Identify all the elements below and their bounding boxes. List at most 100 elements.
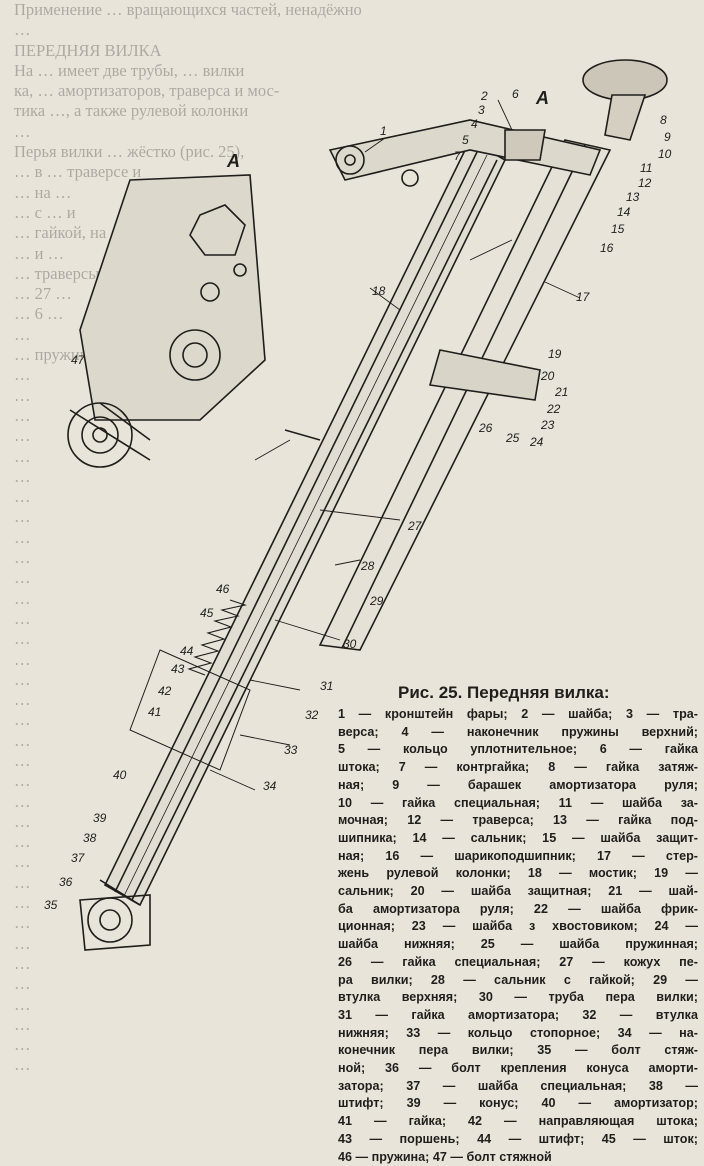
callout-33: 33: [284, 743, 298, 757]
callout-35: 35: [44, 898, 58, 912]
caption-line: ная; 16 — шарикоподшипник; 17 — стер-: [338, 848, 698, 863]
callout-45: 45: [200, 606, 214, 620]
bleed-through-line: …: [14, 893, 31, 913]
caption-line: штока; 7 — контргайка; 8 — гайка затяж-: [338, 760, 698, 775]
callout-30: 30: [343, 637, 357, 651]
bleed-through-line: … на …: [14, 182, 72, 202]
caption-line: верса; 4 — наконечник пружины верхний;: [338, 724, 698, 739]
callout-41: 41: [148, 705, 161, 719]
callout-20: 20: [540, 369, 555, 383]
caption-line: 10 — гайка специальная; 11 — шайба за-: [338, 795, 698, 810]
bleed-through-line: …: [14, 405, 31, 425]
caption-line: шайба нижняя; 25 — шайба пружинная;: [338, 937, 698, 952]
figure-title: Рис. 25. Передняя вилка:: [398, 683, 610, 702]
caption-line: 31 — гайка амортизатора; 32 — втулка: [338, 1007, 698, 1022]
bleed-through-line: …: [14, 690, 31, 710]
callout-39: 39: [93, 811, 107, 825]
callout-24: 24: [529, 435, 544, 449]
callout-17: 17: [576, 290, 591, 304]
bleed-through-line: …: [14, 507, 31, 527]
callout-25: 25: [505, 431, 520, 445]
caption-line: затора; 37 — шайба специальная; 38 —: [338, 1078, 698, 1093]
caption-line: 26 — гайка специальная; 27 — кожух пе-: [338, 954, 698, 969]
leader-lines: [209, 99, 581, 791]
caption-line: нижняя; 33 — кольцо стопорное; 34 — на-: [338, 1025, 698, 1040]
bleed-through-line: Применение … вращающихся частей, ненадёж…: [14, 0, 362, 19]
callout-numbers: 1 2 3 4 5 6 7 8 9 10 11 12 13 14 15 16 1…: [44, 87, 672, 912]
bleed-through-line: …: [14, 750, 31, 770]
bleed-through-line: ка, … амортизаторов, траверса и мос-: [14, 81, 280, 101]
callout-6: 6: [512, 87, 519, 101]
bleed-through-line: … 6 …: [14, 304, 64, 324]
caption-line: ционная; 23 — шайба з хвостовиком; 24 —: [338, 919, 698, 934]
bleed-through-line: …: [14, 933, 31, 953]
bleed-through-line: …: [14, 20, 31, 40]
bleed-through-line: … с … и: [14, 202, 76, 222]
callout-3: 3: [478, 103, 485, 117]
callout-14: 14: [617, 205, 631, 219]
bleed-through-line: …: [14, 1055, 31, 1075]
callout-8: 8: [660, 113, 667, 127]
bleed-through-line: …: [14, 832, 31, 852]
bleed-through-line: …: [14, 629, 31, 649]
callout-32: 32: [305, 708, 319, 722]
bleed-through-line: … 27 …: [14, 284, 72, 304]
caption-line: шипника; 14 — сальник; 15 — шайба защит-: [338, 830, 698, 845]
bleed-through-line: …: [14, 568, 31, 588]
callout-7: 7: [454, 149, 462, 163]
bleed-through-line: Перья вилки … жёстко (рис. 25),: [14, 142, 245, 162]
callout-1: 1: [380, 124, 387, 138]
book-page: Применение … вращающихся частей, ненадёж…: [14, 0, 698, 1164]
bleed-through-line: …: [14, 730, 31, 750]
figure-caption: 1 — кронштейн фары; 2 — шайба; 3 — тра-в…: [338, 706, 698, 1166]
callout-37: 37: [71, 851, 86, 865]
bleed-through-line: …: [14, 608, 31, 628]
bleed-through-line: …: [14, 852, 31, 872]
callout-12: 12: [638, 176, 652, 190]
bleed-through-line: …: [14, 649, 31, 669]
bleed-through-line: …: [14, 669, 31, 689]
bleed-through-line: …: [14, 974, 31, 994]
callout-5: 5: [462, 133, 469, 147]
bleed-through-line: …: [14, 446, 31, 466]
callout-4: 4: [471, 117, 478, 131]
callout-34: 34: [263, 779, 277, 793]
callout-11: 11: [640, 161, 652, 175]
callout-10: 10: [658, 147, 672, 161]
callout-31: 31: [320, 679, 333, 693]
front-fork-drawing: А А 1 2 3 4 5 6 7 8 9 10 11 12 13 14 15 …: [44, 59, 672, 951]
caption-line: 1 — кронштейн фары; 2 — шайба; 3 — тра-: [338, 707, 698, 721]
bleed-through-line: … в … траверсе и: [14, 162, 142, 182]
callout-16: 16: [600, 241, 614, 255]
bleed-through-line: …: [14, 771, 31, 791]
bleed-through-line: …: [14, 426, 31, 446]
callout-18: 18: [372, 284, 386, 298]
bleed-through-line: …: [14, 385, 31, 405]
caption-line: конечник пера вилки; 35 — болт стяж-: [338, 1043, 698, 1058]
callout-46: 46: [216, 582, 230, 596]
bleed-through-line: тика …, а также рулевой колонки: [14, 101, 249, 121]
callout-22: 22: [546, 402, 561, 416]
callout-15: 15: [611, 222, 625, 236]
bleed-through-line: …: [14, 121, 31, 141]
fork-outline: [67, 59, 668, 951]
callout-47: 47: [71, 353, 86, 367]
caption-line: ной; 36 — болт крепления конуса аморти-: [338, 1061, 698, 1076]
caption-line: сальник; 20 — шайба защитная; 21 — шай-: [338, 884, 698, 899]
bleed-through-line: …: [14, 953, 31, 973]
callout-28: 28: [360, 559, 375, 573]
bleed-through-line: … и …: [14, 243, 65, 263]
caption-line: ная; 9 — барашек амортизатора руля;: [338, 777, 698, 792]
bleed-through-line: …: [14, 710, 31, 730]
callout-13: 13: [626, 190, 640, 204]
callout-19: 19: [548, 347, 562, 361]
caption-line: 43 — поршень; 44 — штифт; 45 — шток;: [338, 1131, 698, 1146]
bleed-through-line: …: [14, 487, 31, 507]
caption-line: ба амортизатора руля; 22 — шайба фрик-: [338, 901, 698, 916]
caption-line: штифт; 39 — конус; 40 — амортизатор;: [338, 1096, 698, 1111]
caption-line: мочная; 12 — траверса; 13 — гайка под-: [338, 813, 698, 828]
callout-26: 26: [478, 421, 493, 435]
bleed-through-line: …: [14, 527, 31, 547]
caption-line: втулка верхняя; 30 — труба пера вилки;: [338, 990, 698, 1005]
bleed-through-line: …: [14, 588, 31, 608]
